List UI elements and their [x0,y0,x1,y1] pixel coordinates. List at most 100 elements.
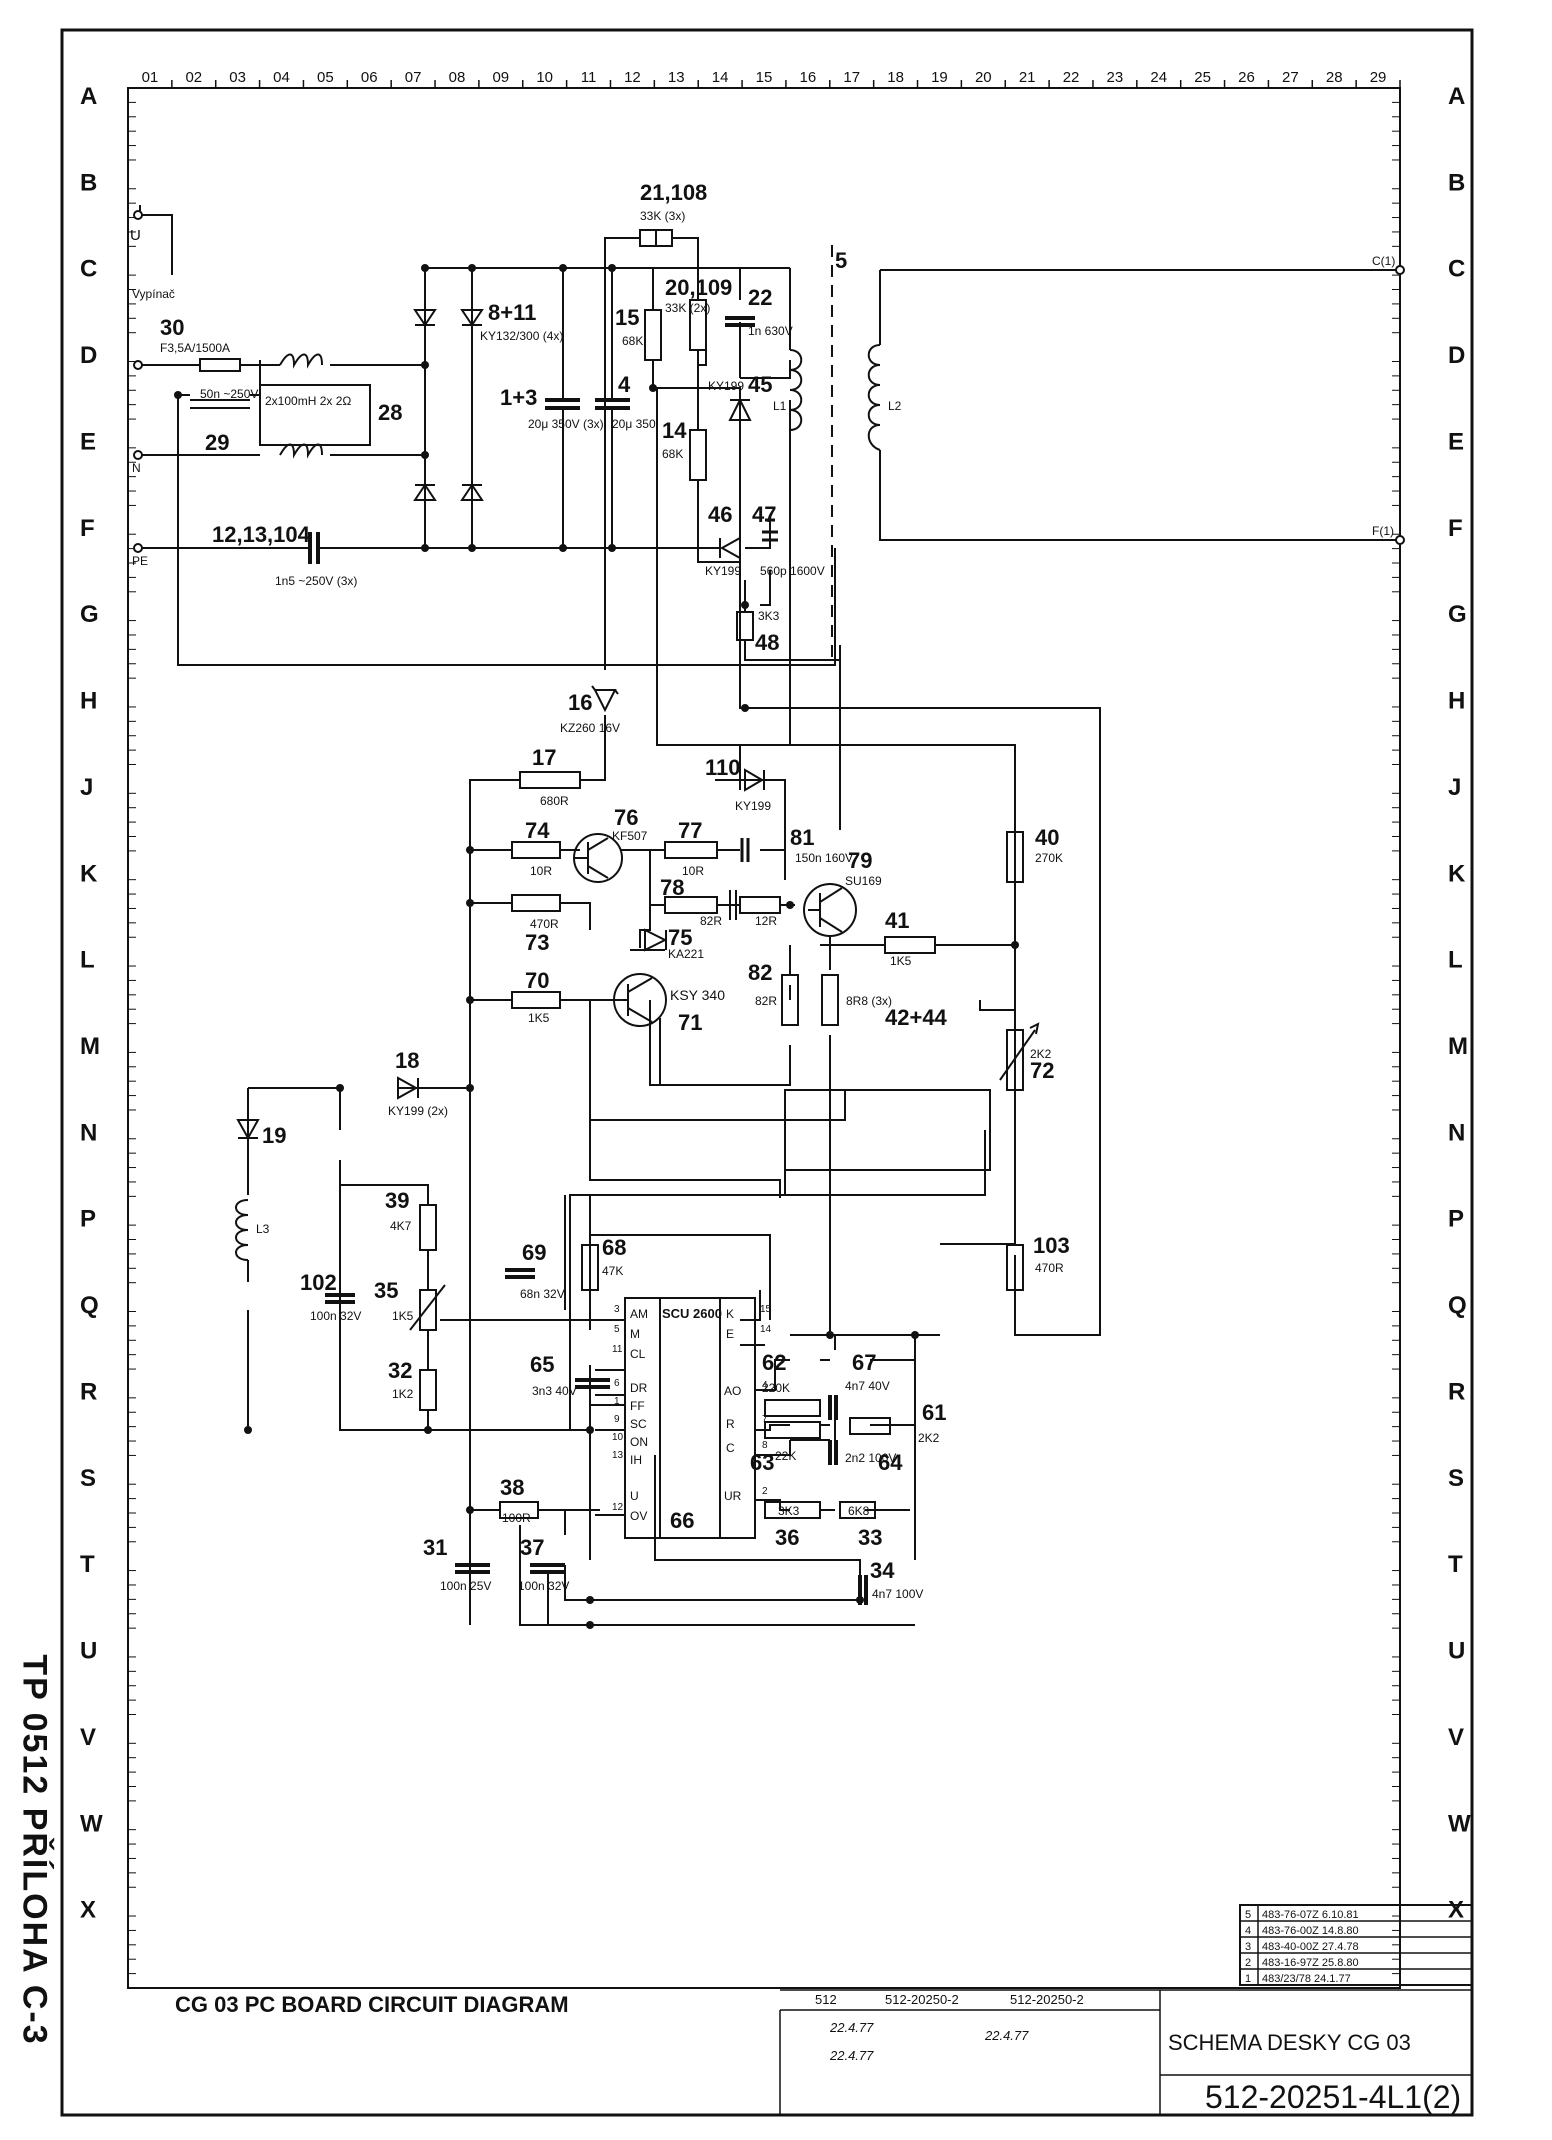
date-1: 22.4.77 [829,2020,874,2035]
grid-row-label: L [80,947,95,974]
ref-38: 38 [500,1475,524,1500]
ic-66-body [624,1297,756,1539]
value-73: 470R [530,917,559,931]
value-75: KA221 [668,947,704,961]
ref-L2: L2 [888,399,902,413]
capacitor-37 [530,1563,565,1574]
ic-pinnum-7: 7 [762,1414,768,1425]
value-17: 680R [540,794,569,808]
resistor-77 [664,841,718,859]
capacitor-102 [325,1293,355,1304]
revision-mark-5: 5 [1245,1909,1251,1921]
ic-pin-dr: DR [630,1381,648,1395]
revision-text-2: 483-16-97Z 25.8.80 [1262,1957,1359,1969]
grid-row-label: J [1448,774,1461,801]
grid-column-label: 23 [1107,69,1124,86]
diode-110 [744,768,765,792]
grid-row-label: P [80,1206,96,1233]
grid-column-label: 08 [449,69,466,86]
grid-row-label: V [80,1724,96,1751]
grid-column-label: 24 [1150,69,1167,86]
value-65: 3n3 40V [532,1384,577,1398]
grid-row-label: Q [80,1292,99,1319]
resistor-14 [689,429,707,481]
revision-table: 5 483-76-07Z 6.10.81 4 483-76-00Z 14.8.8… [1239,1904,1473,1986]
value-20-109: 33K (2x) [665,301,710,315]
capacitor-29 [190,399,250,409]
ic-66: SCU 2600 66 AM M CL DR FF SC ON IH U OV … [612,1304,772,1533]
grid-row-label: J [80,774,93,801]
grid-column-label: 22 [1063,69,1080,86]
ref-L1: L1 [773,399,787,413]
date-3: 22.4.77 [984,2028,1029,2043]
ref-79: 79 [848,848,872,873]
value-32: 1K2 [392,1387,414,1401]
grid-column-label: 14 [712,69,729,86]
resistor-63 [764,1421,821,1439]
revision-text-5: 483-76-07Z 6.10.81 [1262,1909,1359,1921]
grid-row-label: W [1448,1810,1471,1837]
value-47: 560p 1600V [760,564,825,578]
value-103: 470R [1035,1261,1064,1275]
grid-row-label: T [1448,1551,1463,1578]
ic-pinnum-8: 8 [762,1440,768,1451]
value-18: KY199 (2x) [388,1104,448,1118]
value-42-44: 8R8 (3x) [846,994,892,1008]
grid-row-label: N [1448,1119,1465,1146]
resistor-36 [764,1501,821,1519]
grid-row-label: S [1448,1465,1464,1492]
grid-row-label: X [1448,1897,1464,1924]
capacitor-81 [740,838,750,862]
grid-row-label: B [1448,169,1465,196]
component-symbols [190,229,1040,1605]
grid-column-label: 29 [1370,69,1387,86]
value-48: 3K3 [758,609,780,623]
diode-18 [397,1076,419,1100]
outer-border [60,28,1474,2117]
diode-11 [460,483,484,501]
resistor-61 [849,1417,891,1435]
value-14: 68K [662,447,683,461]
ic-pinnum-5: 5 [614,1324,620,1335]
grid-row-label: K [80,860,98,887]
ic-pin-u: U [630,1489,639,1503]
ref-68: 68 [602,1235,626,1260]
filter-block-28 [259,384,371,446]
diode-9 [460,309,484,327]
grid-column-label: 19 [931,69,948,86]
ref-15: 15 [615,305,639,330]
grid-row-label: W [80,1810,103,1837]
grid-row-label: D [1448,342,1465,369]
grid-column-label: 04 [273,69,290,86]
ic-pin-ff: FF [630,1399,645,1413]
capacitor-67 [828,1395,838,1420]
ic-pin-c: C [726,1441,735,1455]
grid-column-label: 28 [1326,69,1343,86]
ref-37: 37 [520,1535,544,1560]
value-77: 10R [682,864,704,878]
zener-16 [591,685,619,713]
resistor-17 [519,771,581,789]
ref-110: 110 [705,755,741,780]
resistor-62 [764,1399,821,1417]
value-38: 100R [502,1511,531,1525]
capacitor-31 [455,1563,490,1574]
ref-22: 22 [748,285,772,310]
revision-mark-2: 2 [1245,1957,1251,1969]
grid-row-label: A [80,83,97,110]
grid-row-label: A [1448,83,1465,110]
grid-row-label: C [80,256,97,283]
terminal-u: U [130,227,141,244]
ref-70: 70 [525,968,549,993]
ref-32: 32 [388,1358,412,1383]
ic-pinnum-11: 11 [612,1344,623,1355]
ref-35: 35 [374,1278,398,1303]
grid-row-label: S [80,1465,96,1492]
value-102: 100n 32V [310,1309,361,1323]
grid-column-label: 01 [142,69,159,86]
ic-pin-on: ON [630,1435,648,1449]
terminal-f: F(1) [1372,524,1394,538]
revision-text-1: 483/23/78 24.1.77 [1262,1973,1351,1985]
grid-row-label: U [1448,1638,1465,1665]
ic-pinnum-1: 1 [614,1396,620,1407]
